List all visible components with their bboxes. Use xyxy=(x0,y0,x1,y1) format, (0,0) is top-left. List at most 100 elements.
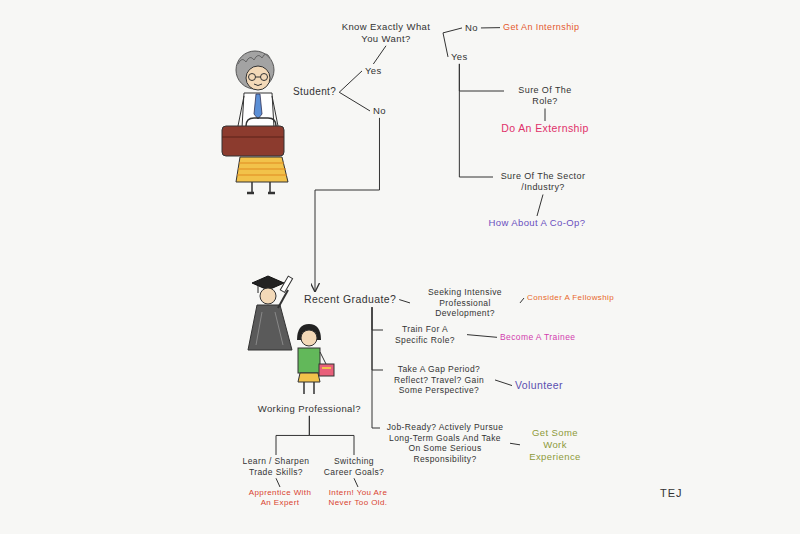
node-text: Train For A Specific Role? xyxy=(386,324,464,345)
handbag xyxy=(319,364,334,376)
skirt xyxy=(298,373,320,382)
connector-line xyxy=(276,478,280,487)
signature: TEJ xyxy=(660,487,683,499)
face xyxy=(260,288,276,304)
node-text: No xyxy=(373,105,386,117)
gown-folds xyxy=(256,312,283,345)
diploma xyxy=(280,276,292,292)
node-text: How About A Co-Op? xyxy=(489,217,586,229)
flow-text-node: Recent Graduate? xyxy=(301,292,399,307)
flow-text-node: Get An Internship xyxy=(500,21,582,34)
connector-line xyxy=(372,307,380,428)
student-figure xyxy=(222,51,288,193)
tie xyxy=(254,94,262,119)
node-text: Student? xyxy=(293,86,336,99)
connector-line xyxy=(459,64,493,177)
flow-text-node: How About A Co-Op? xyxy=(486,216,589,230)
connector-line xyxy=(372,307,383,370)
tassel xyxy=(258,286,259,293)
graduate-figure xyxy=(248,276,293,350)
node-text: Recent Graduate? xyxy=(304,293,396,306)
node-text: Volunteer xyxy=(515,379,563,392)
connector-line xyxy=(443,28,462,33)
flow-text-node: Learn / Sharpen Trade Skills? xyxy=(238,455,314,478)
flow-text-node: Consider A Fellowship xyxy=(524,292,617,304)
node-text: Working Professional? xyxy=(258,403,361,415)
node-text: Intern! You Are Never Too Old. xyxy=(321,488,395,508)
connector-line xyxy=(520,298,524,303)
flow-text-node: No xyxy=(370,104,389,118)
connector-line xyxy=(545,109,546,122)
node-text: Learn / Sharpen Trade Skills? xyxy=(241,456,311,477)
flow-text-node: Switching Career Goals? xyxy=(318,455,390,478)
glasses xyxy=(261,74,268,81)
connector-line xyxy=(495,380,512,386)
hair-curls xyxy=(238,54,270,64)
node-text: Get Some Work Experience xyxy=(523,427,587,463)
node-text: Do An Externship xyxy=(501,122,589,135)
connector-line xyxy=(443,33,448,57)
flow-text-node: Yes xyxy=(448,50,471,64)
flow-text-node: Take A Gap Period? Reflect? Travel? Gain… xyxy=(383,363,495,397)
legs xyxy=(252,182,270,192)
skirt-stripes xyxy=(237,163,287,175)
flow-text-node: Student? xyxy=(290,85,339,100)
face xyxy=(246,66,270,90)
flow-text-node: Do An Externship xyxy=(498,121,592,136)
briefcase-seam xyxy=(222,137,284,138)
connector-line xyxy=(339,71,362,92)
node-text: Yes xyxy=(365,65,382,77)
professional-figure xyxy=(297,324,334,394)
flow-text-node: Become A Trainee xyxy=(497,331,578,344)
connector-line xyxy=(481,27,500,28)
briefcase-handle xyxy=(246,118,276,126)
connector-line xyxy=(459,64,504,91)
node-text: Yes xyxy=(451,51,468,63)
arm xyxy=(320,352,326,364)
arms xyxy=(238,96,278,126)
connector-line xyxy=(354,478,358,487)
raised-arm xyxy=(278,290,288,308)
face xyxy=(301,330,317,346)
briefcase xyxy=(222,126,284,156)
node-text: Switching Career Goals? xyxy=(321,456,387,477)
flow-text-node: Get Some Work Experience xyxy=(520,426,590,464)
top xyxy=(298,348,320,373)
flow-text-node: Intern! You Are Never Too Old. xyxy=(318,487,398,509)
flow-text-node: Apprentice With An Expert xyxy=(240,487,320,509)
node-text: Seeking Intensive Professional Developme… xyxy=(413,287,517,319)
flow-text-node: Sure Of The Role? xyxy=(504,84,586,109)
glasses xyxy=(249,74,256,81)
handbag-stripe xyxy=(322,367,331,369)
connector-line xyxy=(467,335,497,338)
connector-line xyxy=(372,307,383,330)
node-text: Apprentice With An Expert xyxy=(243,488,317,508)
connector-line xyxy=(537,195,543,217)
node-text: Job-Ready? Actively Pursue Long-Term Goa… xyxy=(383,422,507,465)
flow-text-node: Yes xyxy=(362,64,385,78)
gown xyxy=(248,305,292,350)
node-text: Consider A Fellowship xyxy=(527,293,614,303)
connector-line xyxy=(399,300,410,303)
flow-text-node: Know Exactly What You Want? xyxy=(329,20,443,46)
skirt xyxy=(236,157,288,182)
flow-text-node: Seeking Intensive Professional Developme… xyxy=(410,286,520,320)
mouth xyxy=(254,84,262,86)
flow-text-node: Sure Of The Sector /Industry? xyxy=(493,170,593,195)
glasses-bridge xyxy=(256,77,261,78)
connector-line xyxy=(339,92,370,111)
flow-text-node: Volunteer xyxy=(512,378,566,393)
node-text: Become A Trainee xyxy=(500,332,575,343)
connector-line xyxy=(373,46,386,64)
connector-line xyxy=(276,416,309,455)
flow-text-node: Train For A Specific Role? xyxy=(383,323,467,346)
flow-text-node: Working Professional? xyxy=(255,402,364,416)
connector-line xyxy=(510,443,520,445)
node-text: Know Exactly What You Want? xyxy=(332,21,440,45)
node-text: Sure Of The Role? xyxy=(507,85,583,108)
node-text: Get An Internship xyxy=(503,22,579,33)
shoes xyxy=(247,192,275,195)
